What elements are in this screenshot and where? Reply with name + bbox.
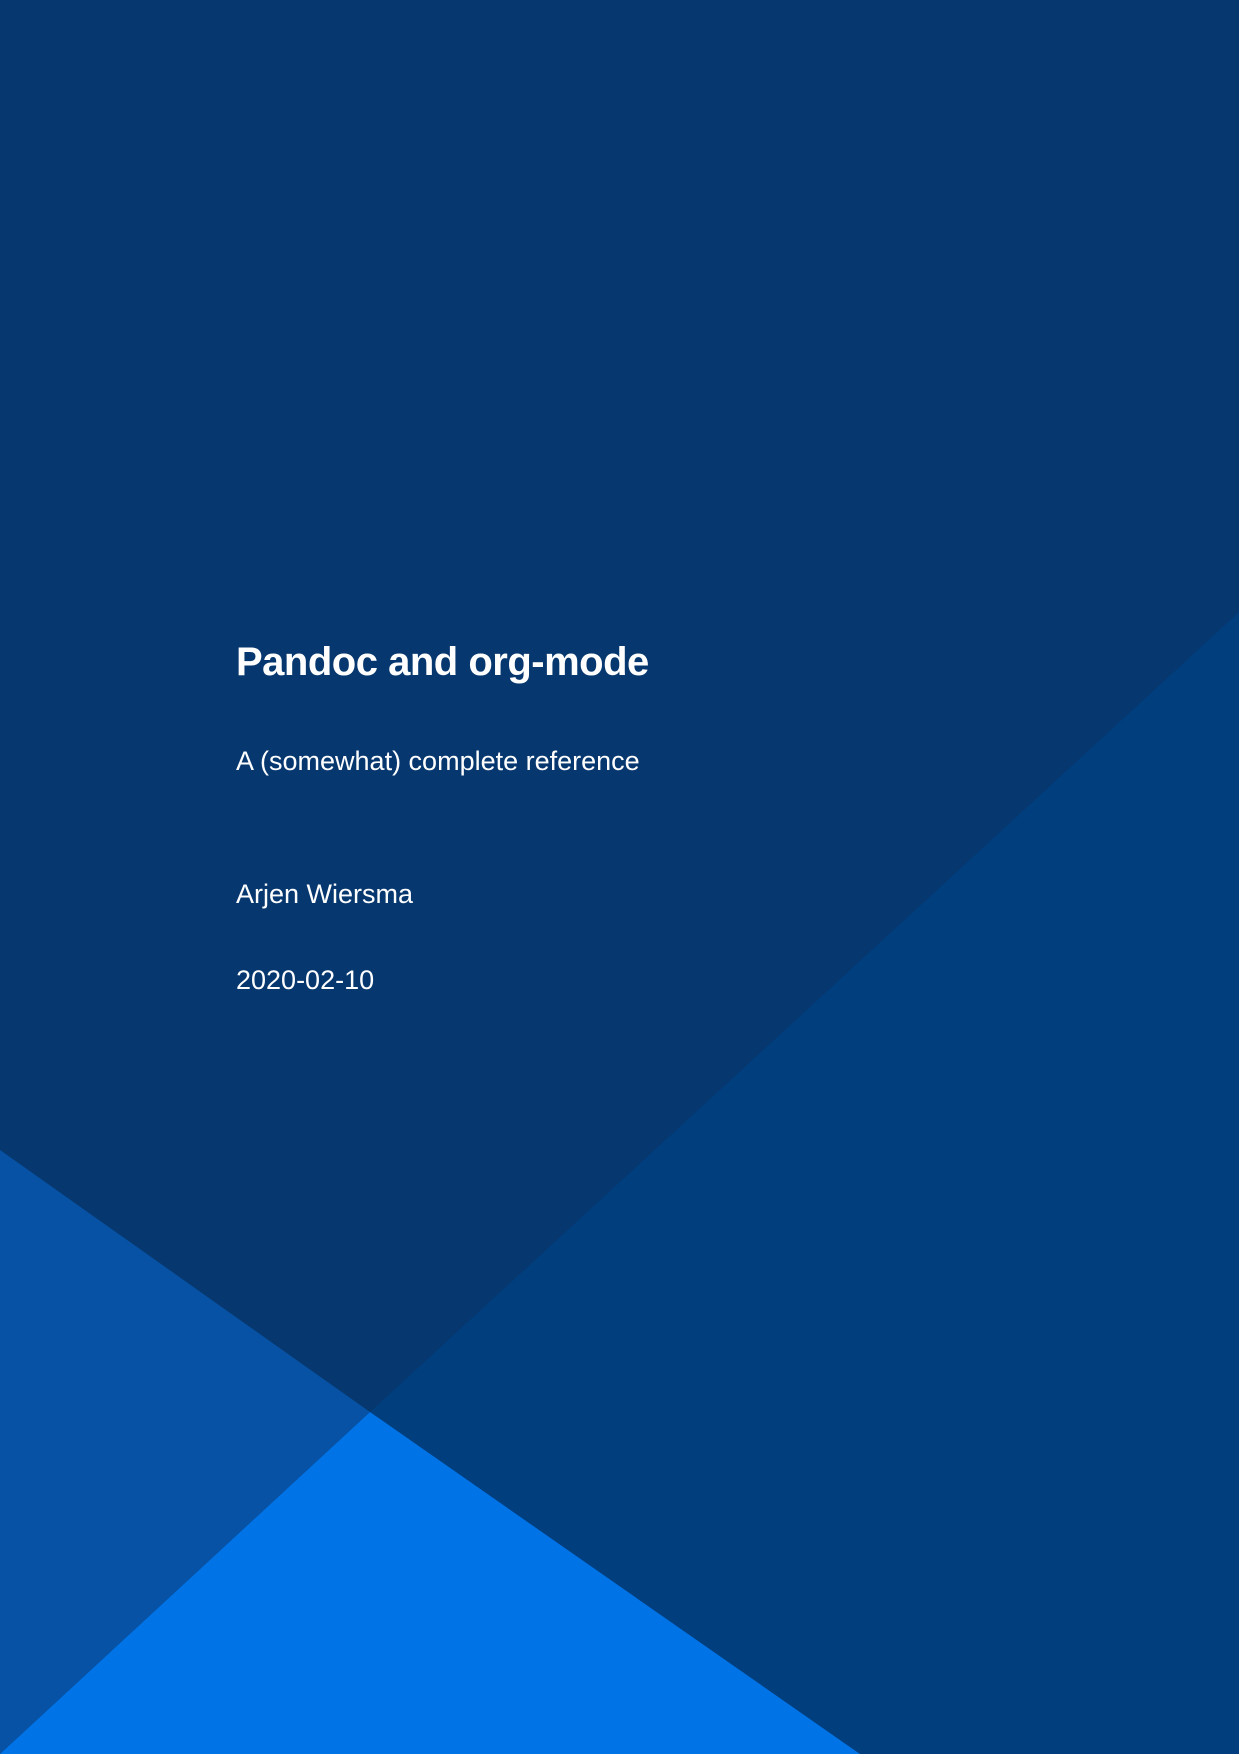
right-edge-strip: [1239, 0, 1241, 1754]
document-author: Arjen Wiersma: [236, 879, 414, 909]
document-title: Pandoc and org-mode: [236, 640, 649, 684]
document-subtitle: A (somewhat) complete reference: [236, 746, 640, 776]
panel-right: [370, 612, 1239, 1754]
panel-left: [0, 1150, 370, 1754]
document-date: 2020-02-10: [236, 965, 375, 995]
panel-bottom: [0, 1412, 860, 1754]
